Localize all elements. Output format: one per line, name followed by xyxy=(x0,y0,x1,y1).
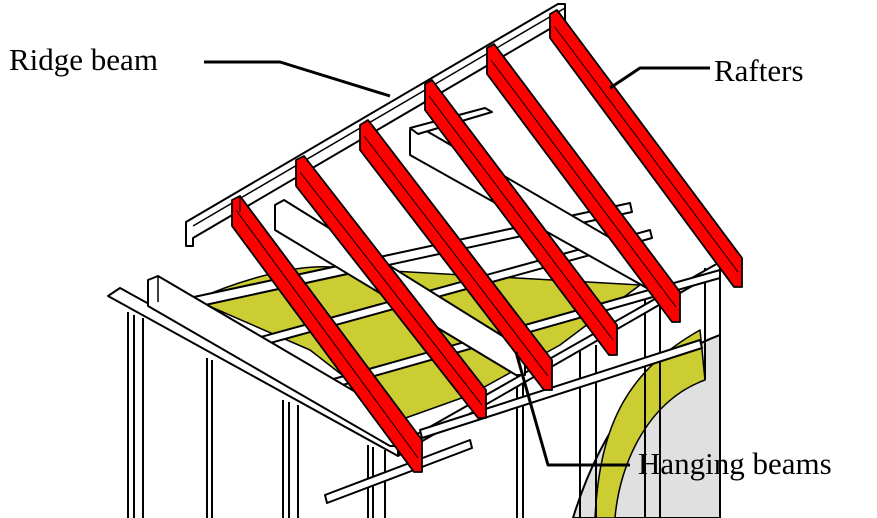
rafter-3 xyxy=(359,119,553,391)
hanging-beams-leader xyxy=(514,351,630,467)
hanging-beams-label: Hanging beams xyxy=(638,446,832,481)
rafters-leader xyxy=(609,66,710,90)
rafter-2 xyxy=(295,155,487,419)
wall-studs xyxy=(127,262,721,518)
rafters-label: Rafters xyxy=(714,53,804,88)
insulation-wall xyxy=(594,329,706,518)
ridge-beam xyxy=(185,3,566,247)
ridge-beam-label: Ridge beam xyxy=(9,42,158,77)
ridge-beam-leader xyxy=(204,60,391,98)
